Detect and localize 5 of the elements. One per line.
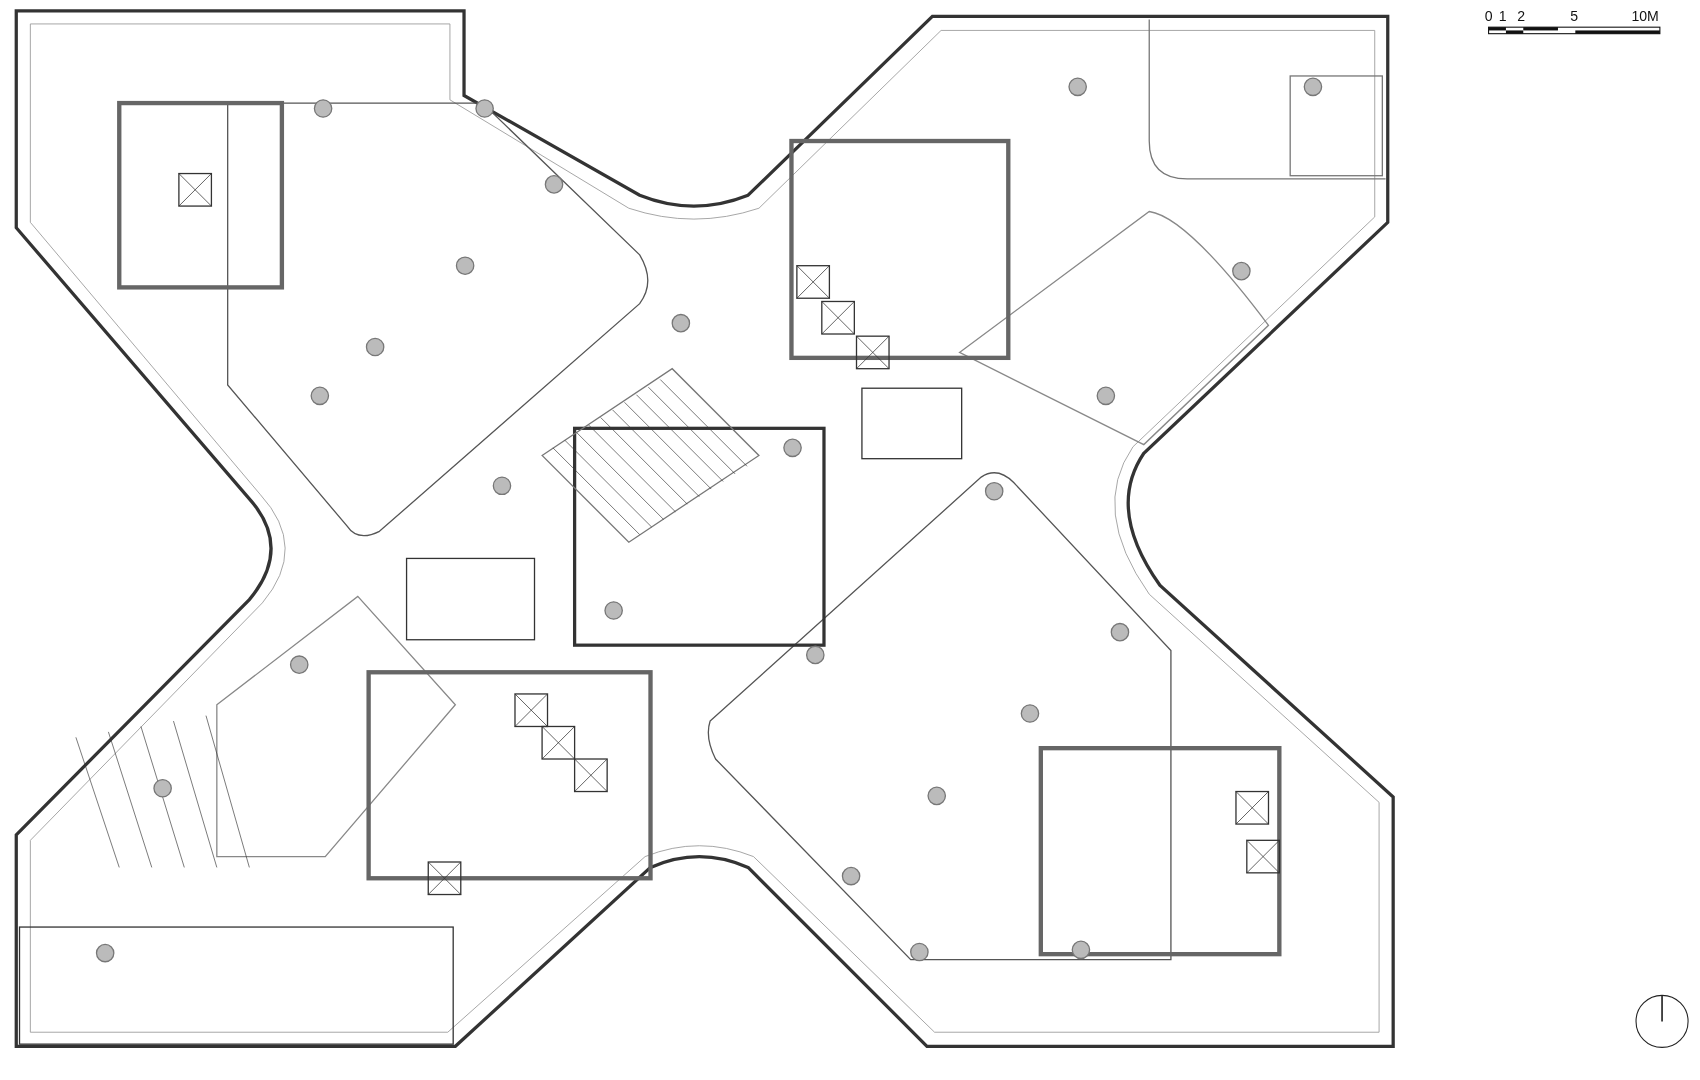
- scale-label: 0: [1484, 7, 1493, 24]
- scale-label: 10M: [1631, 7, 1659, 24]
- scale-label: 1: [1498, 7, 1507, 24]
- scale-label: 2: [1517, 7, 1526, 24]
- scale-label: 5: [1570, 7, 1579, 24]
